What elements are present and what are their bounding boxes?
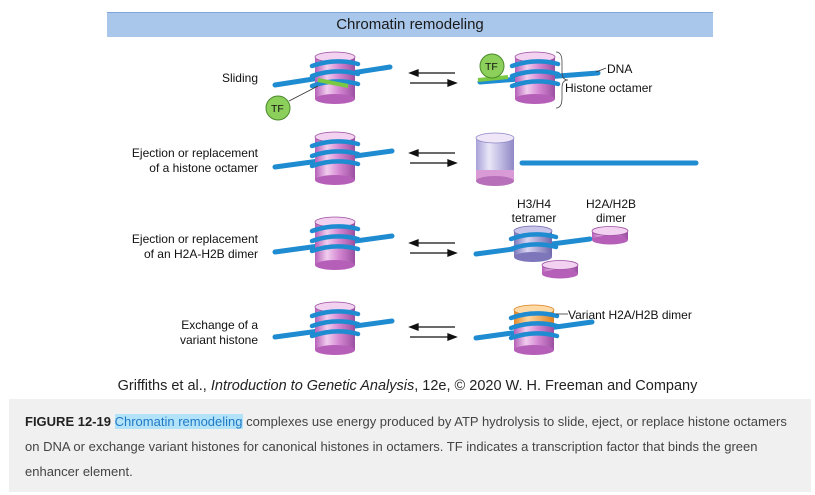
nucleosome-ejection-left	[272, 131, 395, 185]
enhancer-element	[477, 75, 509, 82]
octamer-bracket	[555, 51, 569, 109]
enhancer-element	[317, 78, 349, 88]
row-label-ejection-dimer: Ejection or replacement of an H2A-H2B di…	[131, 232, 258, 261]
glossary-link-chromatin-remodeling[interactable]: Chromatin remodeling	[114, 414, 243, 429]
credit-suffix: , 12e, © 2020 W. H. Freeman and Company	[414, 378, 698, 394]
tf-factor-right	[479, 53, 505, 79]
diagram-canvas	[265, 51, 699, 355]
credit-book-title: Introduction to Genetic Analysis	[210, 378, 415, 394]
nucleosome-sliding-right	[477, 51, 607, 109]
free-octamer	[475, 132, 515, 186]
tf-label-right: TF	[485, 61, 498, 73]
histone-octamer-label: Histone octamer	[565, 81, 653, 95]
row-label-sliding: Sliding	[221, 71, 258, 85]
credit-prefix: Griffiths et al.,	[117, 378, 211, 394]
h2a-h2b-dimer-top	[591, 226, 629, 245]
row-label-ejection-octamer: Ejection or replacement of a histone oct…	[131, 146, 258, 175]
variant-dimer-label: Variant H2A/H2B dimer	[568, 308, 692, 322]
nucleosome-dimer-left	[272, 216, 395, 270]
figure-title: Chromatin remodeling	[107, 12, 713, 37]
arrows-row-4	[408, 323, 458, 341]
figure-credit: Griffiths et al., Introduction to Geneti…	[0, 378, 815, 394]
h2a-h2b-dimer-bottom	[541, 260, 579, 279]
nucleosome-variant-left	[272, 301, 395, 355]
arrows-row-2	[408, 149, 458, 167]
arrows-row-1	[408, 69, 458, 87]
row-label-variant: Exchange of a variant histone	[179, 318, 258, 347]
figure-caption: FIGURE 12-19 Chromatin remodeling comple…	[9, 399, 811, 492]
variant-nucleosome	[473, 304, 595, 355]
tf-factor-left	[265, 85, 319, 121]
figure-number: FIGURE 12-19	[25, 414, 111, 429]
h2a-h2b-dimer-label: H2A/H2B dimer	[585, 197, 637, 225]
arrows-row-3	[408, 239, 458, 257]
h3h4-tetramer-label: H3/H4 tetramer	[511, 197, 557, 225]
tf-label-left: TF	[271, 103, 284, 115]
caption-body: complexes use energy produced by ATP hyd…	[25, 414, 787, 479]
equilibrium-arrows	[408, 69, 458, 341]
tetramer-nucleosome	[473, 225, 593, 262]
nucleosome-sliding-left	[272, 51, 393, 104]
dna-label: DNA	[607, 62, 633, 76]
